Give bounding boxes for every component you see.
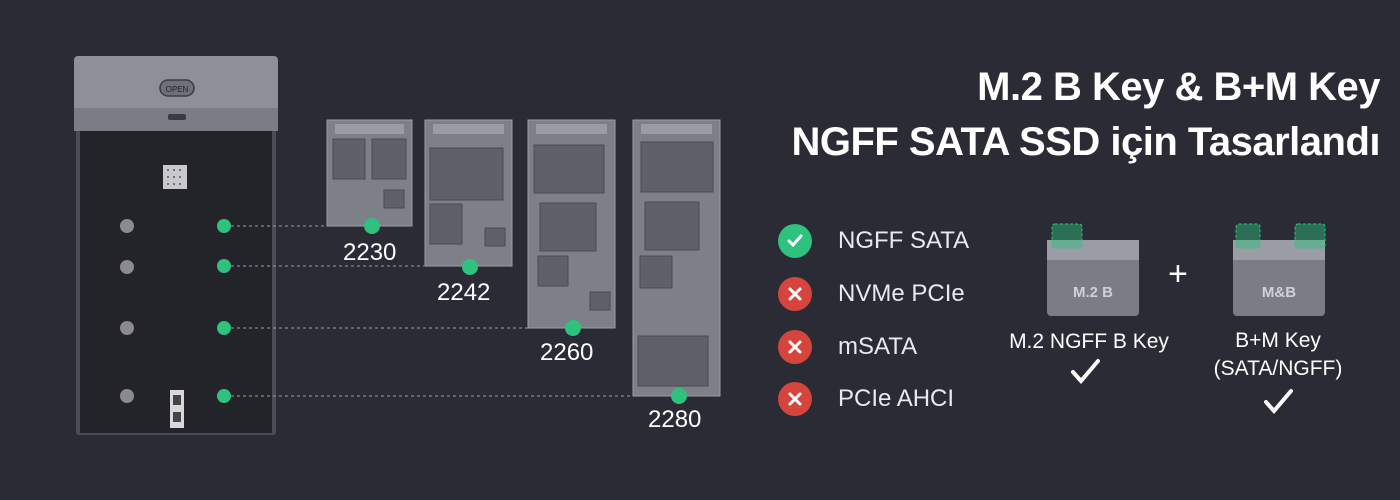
bm-key-chip-text: M&B: [1262, 284, 1296, 301]
size-label-2230: 2230: [343, 239, 397, 266]
ssd-card-2242: [424, 119, 513, 267]
size-label-2242: 2242: [437, 279, 491, 306]
size-label-2260: 2260: [540, 339, 594, 366]
ssd-screw-markers: [364, 218, 687, 404]
x-circle-icon: [778, 277, 812, 311]
bm-key-caption: B+M Key (SATA/NGFF): [1196, 327, 1360, 383]
ssd-card-2260: [527, 119, 616, 329]
headline-line-1: M.2 B Key & B+M Key: [977, 65, 1380, 109]
compat-item-ngff-sata: NGFF SATA: [778, 224, 969, 258]
headline-line-2: NGFF SATA SSD için Tasarlandı: [791, 120, 1380, 164]
compat-label: PCIe AHCI: [838, 385, 955, 412]
enclosure-image: OPEN: [74, 56, 278, 435]
b-key-chip-text: M.2 B: [1073, 284, 1113, 301]
compat-item-nvme-pcie: NVMe PCIe: [778, 277, 965, 311]
compat-item-pcie-ahci: PCIe AHCI: [778, 382, 954, 416]
bm-key-check-icon: [1264, 389, 1293, 415]
plus-sign: +: [1168, 255, 1188, 293]
size-label-2280: 2280: [648, 406, 702, 433]
x-circle-icon: [778, 382, 812, 416]
ssd-card-2280: [632, 119, 721, 397]
x-circle-icon: [778, 330, 812, 364]
check-circle-icon: [778, 224, 812, 258]
bm-key-chip: M&B: [1233, 223, 1326, 316]
open-button: [159, 79, 195, 97]
open-button-label: OPEN: [166, 85, 189, 94]
bm-key-caption-line-1: B+M Key: [1235, 329, 1321, 352]
bm-key-caption-line-2: (SATA/NGFF): [1213, 357, 1343, 380]
b-key-chip: M.2 B: [1047, 223, 1139, 316]
compat-label: mSATA: [838, 333, 918, 360]
compat-label: NVMe PCIe: [838, 280, 965, 307]
b-key-check-icon: [1071, 359, 1100, 385]
ssd-card-2230: [326, 119, 413, 227]
compat-label: NGFF SATA: [838, 227, 970, 254]
compat-item-msata: mSATA: [778, 330, 917, 364]
b-key-caption: M.2 NGFF B Key: [1009, 330, 1169, 353]
